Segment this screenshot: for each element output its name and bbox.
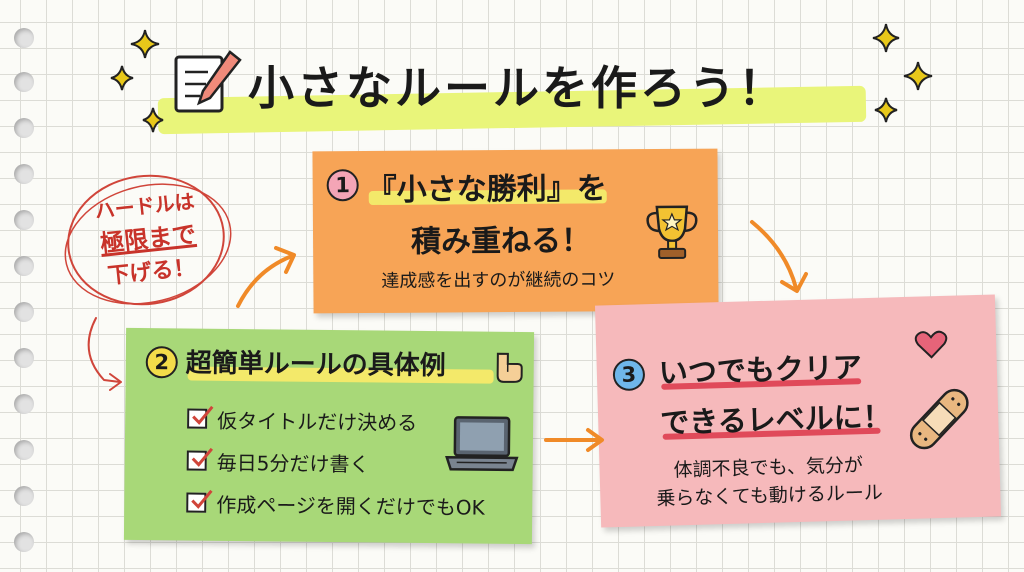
laptop-icon — [445, 416, 519, 472]
sparkle-icon — [110, 65, 134, 91]
page-title: 小さなルールを作ろう！ — [248, 61, 787, 115]
step3-subtitle-line1: 体調不良でも、気分が — [673, 454, 864, 482]
checkbox-icon — [186, 447, 214, 471]
binder-hole — [14, 532, 34, 552]
checkbox-icon — [187, 405, 214, 429]
checkbox-icon — [186, 489, 213, 513]
arrow-icon — [87, 317, 121, 383]
hurdle-note: ハードルは 極限まで 下げる！ — [73, 183, 222, 293]
step2-card: 2 超簡単ルールの具体例 仮タイトルだけ決める 毎日5分だけ書く 作成ページを開… — [123, 327, 535, 545]
arrow-icon — [274, 246, 296, 274]
step2-title: 超簡単ルールの具体例 — [185, 348, 446, 382]
pointing-hand-icon — [496, 352, 523, 383]
binder-hole — [14, 348, 34, 368]
arrow-icon — [750, 220, 798, 290]
binder-hole — [14, 394, 34, 414]
step2-item: 作成ページを開くだけでもOK — [216, 492, 485, 520]
binder-hole — [14, 256, 34, 276]
step3-title-line2: できるレベルに！ — [659, 399, 893, 440]
sparkle-icon — [903, 61, 933, 91]
step1-number: 1 — [326, 169, 359, 202]
step3-card: 3 いつでもクリア できるレベルに！ 体調不良でも、気分が 乗らなくても動けるル… — [594, 294, 1002, 528]
step2-number: 2 — [145, 346, 178, 379]
binder-hole — [14, 28, 34, 48]
step3-number: 3 — [612, 358, 646, 392]
step3-subtitle-line2: 乗らなくても動けるルール — [656, 481, 884, 510]
arrow-icon — [236, 254, 294, 308]
binder-hole — [14, 210, 34, 230]
sparkle-icon — [130, 29, 160, 59]
step1-card: 1 『小さな勝利』を 積み重ねる！ 達成感を出すのが継続のコツ — [312, 148, 719, 314]
binder-hole — [14, 302, 34, 322]
binder-hole — [14, 486, 34, 506]
step1-title-line1: 『小さな勝利』を — [366, 171, 607, 209]
binder-hole — [14, 72, 34, 92]
arrow-icon — [780, 272, 808, 293]
step2-item: 仮タイトルだけ決める — [217, 408, 418, 435]
sparkle-icon — [872, 23, 900, 53]
step1-title-line2: 積み重ねる！ — [410, 223, 592, 260]
step2-item: 毎日5分だけ書く — [216, 450, 370, 477]
arrow-icon — [109, 373, 122, 391]
heart-icon — [914, 330, 948, 359]
sparkle-icon — [874, 97, 898, 123]
binder-hole — [14, 118, 34, 138]
binder-hole — [14, 164, 34, 184]
step1-subtitle: 達成感を出すのが継続のコツ — [381, 269, 616, 292]
step3-title-line1: いつでもクリア — [658, 350, 863, 390]
bandage-icon — [909, 388, 969, 450]
trophy-icon — [646, 205, 698, 259]
binder-hole — [14, 440, 34, 460]
